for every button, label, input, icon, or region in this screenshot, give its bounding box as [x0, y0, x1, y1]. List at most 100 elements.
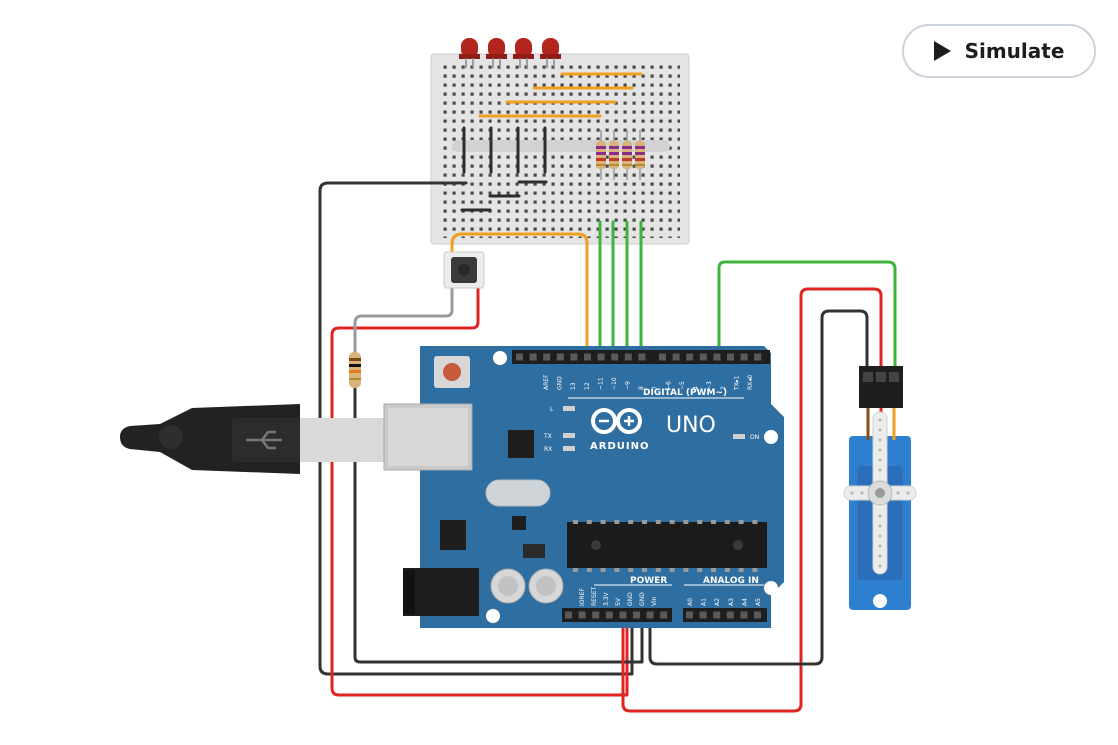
pin-label: GND [627, 592, 634, 606]
pin-label: ~6 [665, 381, 672, 390]
mcu-pin [697, 568, 703, 572]
header-pin[interactable] [619, 611, 627, 619]
pin-label: A2 [714, 598, 721, 606]
servo-motor[interactable] [843, 366, 917, 610]
breadboard-jumpers [478, 72, 643, 118]
wire-black-servo-gnd [648, 309, 869, 666]
onboard-leds: L TX RX ON [543, 406, 759, 453]
mcu-pin [586, 568, 592, 572]
pin-label: GND [557, 376, 564, 390]
pin-label: ~9 [625, 381, 632, 390]
mcu-pin [738, 520, 744, 524]
pin-label: IOREF [579, 588, 586, 606]
wire-red-5v [330, 284, 629, 697]
mcu-pin [573, 568, 578, 572]
pin-label: ~3 [706, 381, 713, 390]
header-pin[interactable] [624, 353, 632, 361]
header-pin[interactable] [740, 353, 748, 361]
mcu-pin [614, 568, 620, 572]
wire-green-led-pins [598, 220, 643, 358]
simulate-button[interactable]: Simulate [902, 24, 1096, 78]
pin-label: 13 [570, 382, 577, 390]
header-pin[interactable] [556, 353, 564, 361]
pin-label: A0 [687, 598, 694, 606]
usb-cable[interactable] [120, 404, 392, 474]
header-pin[interactable] [584, 353, 591, 361]
push-button[interactable] [443, 251, 485, 289]
mcu-pin [683, 520, 689, 524]
mcu-pin [752, 568, 758, 572]
header-pin[interactable] [516, 353, 523, 361]
header-pin[interactable] [672, 353, 680, 361]
header-pin[interactable] [740, 611, 748, 619]
mcu-pin [738, 568, 744, 572]
digital-label: DIGITAL (PWM~) [643, 388, 727, 398]
header-pin[interactable] [660, 611, 668, 619]
header-pin[interactable] [592, 611, 600, 619]
mcu-pin [669, 520, 675, 524]
pin-label: Vin [651, 596, 658, 606]
header-pin[interactable] [699, 353, 707, 361]
wire-green-servo-signal [717, 260, 897, 372]
mcu-pin [752, 520, 758, 524]
header-pin[interactable] [570, 353, 578, 361]
mcu-pin [655, 520, 661, 524]
reset-button[interactable] [434, 356, 470, 388]
pin-label: A1 [701, 598, 708, 606]
header-pin[interactable] [597, 353, 605, 361]
header-pin[interactable] [605, 611, 613, 619]
wire-black-pulldown [353, 386, 644, 664]
led-label-l: L [550, 406, 554, 413]
pin-label: ~5 [679, 381, 686, 390]
pin-label: TX▸1 [733, 375, 740, 391]
header-pin[interactable] [611, 353, 619, 361]
pin-label: A3 [728, 598, 735, 606]
header-pin[interactable] [646, 611, 654, 619]
header-pin[interactable] [578, 611, 586, 619]
header-pin[interactable] [686, 611, 693, 619]
pulldown-resistor[interactable] [349, 352, 361, 388]
pin-label: 5V [615, 597, 622, 606]
pin-label: 7 [652, 386, 659, 390]
header-pin[interactable] [686, 353, 694, 361]
analog-label: ANALOG IN [703, 576, 759, 586]
breadboard-gnd-jumpers [460, 126, 548, 212]
header-pin[interactable] [713, 611, 721, 619]
header-pin[interactable] [754, 353, 762, 361]
mcu-pin [628, 520, 634, 524]
header-pin[interactable] [713, 353, 721, 361]
wire-orange-pin12 [450, 232, 589, 358]
led-label-tx: TX [543, 433, 552, 440]
on-label: ON [750, 434, 759, 441]
mcu-pin [573, 520, 578, 524]
header-pin[interactable] [529, 353, 537, 361]
arduino-logo-icon [591, 408, 642, 434]
header-pin[interactable] [565, 611, 572, 619]
mcu-pin [697, 520, 703, 524]
usb-icon [246, 430, 282, 450]
header-pin[interactable] [699, 611, 707, 619]
model-label: UNO [666, 413, 716, 438]
header-pin[interactable] [638, 353, 646, 361]
header-pin[interactable] [543, 353, 551, 361]
mcu-pin [669, 568, 675, 572]
servo-horn[interactable] [843, 411, 917, 575]
header-pin[interactable] [659, 353, 666, 361]
power-header [562, 608, 672, 622]
led-red-1 [459, 38, 480, 68]
breadboard[interactable] [430, 53, 690, 245]
header-pin[interactable] [754, 611, 761, 619]
header-pin[interactable] [633, 611, 640, 619]
pin-label: ~11 [597, 377, 604, 390]
header-pin[interactable] [726, 611, 734, 619]
play-icon [933, 41, 951, 61]
pin-label: RX◂0 [747, 375, 754, 390]
led-array[interactable] [459, 38, 561, 68]
led-red-4 [540, 38, 561, 68]
header-pin[interactable] [727, 353, 734, 361]
mcu-pin [711, 568, 716, 572]
resistor-array[interactable] [596, 130, 645, 180]
brand-label: ARDUINO [590, 441, 649, 452]
